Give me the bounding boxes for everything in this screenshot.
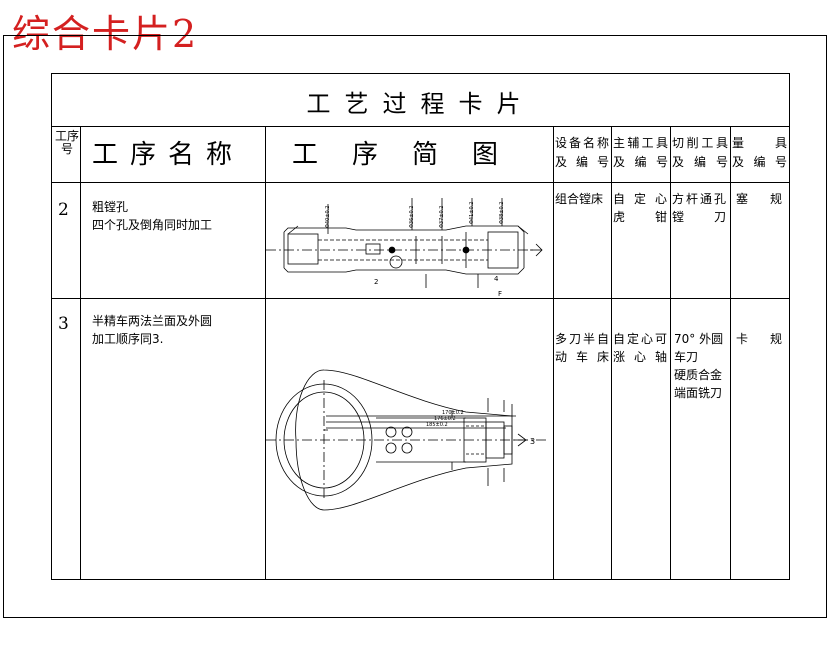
operation-line: 四个孔及倒角同时加工 bbox=[92, 218, 213, 232]
sketch-mark: 2 bbox=[374, 278, 378, 286]
header-cut-l1: 切削工具 bbox=[672, 136, 728, 150]
equipment-cell: 多刀半自 动车床 bbox=[555, 330, 609, 366]
header-equipment: 设备名称 及编号 bbox=[555, 134, 609, 172]
aux-tool-line: 虎钳 bbox=[613, 210, 667, 224]
operation-line: 加工顺序同3. bbox=[92, 332, 164, 346]
outer-frame bbox=[3, 35, 827, 618]
header-op-name: 工序名称 bbox=[92, 140, 245, 170]
cutting-tool-line: 硬质合金 bbox=[674, 368, 723, 382]
header-seq: 工序号 bbox=[54, 129, 79, 156]
card-title: 工艺过程卡片 bbox=[306, 90, 535, 118]
corner-title: 综合卡片2 bbox=[12, 12, 199, 56]
aux-tool-cell: 自定心可 涨心轴 bbox=[613, 330, 667, 366]
aux-tool-line: 涨心轴 bbox=[613, 350, 667, 364]
equipment-cell: 组合镗床 bbox=[555, 190, 609, 208]
operation-line: 粗镗孔 bbox=[92, 200, 129, 214]
cutting-tool-line: 方杆通孔 bbox=[672, 192, 726, 206]
header-aux-l1: 主辅工具 bbox=[613, 136, 668, 150]
sketch-mark: 3 bbox=[530, 437, 535, 446]
cutting-tool-line: 车刀 bbox=[674, 350, 699, 364]
operation-sketch-turning: 185±0.2 176±0.2 170±0.2 3 bbox=[266, 369, 546, 511]
big-end-outer bbox=[275, 383, 373, 497]
operation-line: 半精车两法兰面及外圆 bbox=[92, 314, 213, 328]
column-divider bbox=[730, 126, 731, 579]
svg-text:Φ40±0.2: Φ40±0.2 bbox=[325, 206, 331, 228]
equipment-line: 多刀半自 bbox=[555, 332, 609, 346]
row-divider bbox=[52, 298, 789, 299]
cutting-tool-line: 70° 外圆 bbox=[674, 332, 724, 346]
cutting-tool-cell: 方杆通孔 镗刀 bbox=[672, 190, 726, 226]
column-divider bbox=[611, 126, 612, 579]
header-gauge-l2: 及编号 bbox=[732, 155, 787, 169]
aux-tool-line: 自定心 bbox=[613, 192, 667, 206]
equipment-line: 动车床 bbox=[555, 350, 609, 364]
svg-text:Φ38±0.2: Φ38±0.2 bbox=[499, 202, 505, 224]
row-number: 2 bbox=[58, 200, 69, 220]
svg-text:Φ41±0.2: Φ41±0.2 bbox=[469, 202, 475, 224]
column-divider bbox=[265, 126, 266, 579]
header-aux-tools: 主辅工具 及编号 bbox=[613, 134, 668, 172]
row-number: 3 bbox=[58, 314, 69, 334]
header-gauges: 量具 及编号 bbox=[732, 134, 787, 172]
process-card-table: 工艺过程卡片 工序号 工序名称 工序简图 设备名称 及编号 主辅工具 及编号 切… bbox=[51, 73, 790, 580]
gauge-cell: 卡规 bbox=[736, 330, 782, 348]
gauge-line: 卡规 bbox=[736, 332, 782, 346]
header-cutting-tools: 切削工具 及编号 bbox=[672, 134, 728, 172]
column-divider bbox=[553, 126, 554, 579]
svg-text:Φ36±0.2: Φ36±0.2 bbox=[409, 206, 415, 228]
header-bottom-rule bbox=[52, 182, 789, 183]
header-equipment-l1: 设备名称 bbox=[555, 136, 609, 150]
sketch-mark: 4 bbox=[494, 275, 499, 283]
header-aux-l2: 及编号 bbox=[613, 155, 668, 169]
column-divider bbox=[80, 126, 81, 579]
sketch-mark: F bbox=[498, 290, 502, 298]
column-divider bbox=[670, 126, 671, 579]
header-cut-l2: 及编号 bbox=[672, 155, 728, 169]
aux-tool-cell: 自定心 虎钳 bbox=[613, 190, 667, 226]
header-gauge-l1: 量具 bbox=[732, 136, 787, 150]
header-equipment-l2: 及编号 bbox=[555, 155, 609, 169]
big-end-bore bbox=[283, 391, 365, 489]
gauge-line: 塞规 bbox=[736, 192, 782, 206]
cutting-tool-line: 镗刀 bbox=[672, 210, 726, 224]
gauge-cell: 塞规 bbox=[736, 190, 782, 208]
part-outline-bottom bbox=[283, 267, 525, 275]
svg-text:176±0.2: 176±0.2 bbox=[434, 416, 456, 422]
cutting-tool-cell: 70° 外圆 车刀 硬质合金 端面铣刀 bbox=[674, 330, 730, 402]
operation-description: 半精车两法兰面及外圆 加工顺序同3. bbox=[92, 312, 212, 348]
svg-text:Φ37±0.2: Φ37±0.2 bbox=[439, 206, 445, 228]
operation-sketch-boring: Φ40±0.2 Φ36±0.2 Φ37±0.2 Φ41±0.2 Φ38±0.2 … bbox=[266, 198, 543, 298]
svg-text:185±0.2: 185±0.2 bbox=[426, 422, 448, 428]
header-sketch: 工序简图 bbox=[292, 140, 533, 170]
svg-text:170±0.2: 170±0.2 bbox=[442, 410, 464, 416]
equipment-line: 组合镗床 bbox=[555, 192, 604, 206]
cutting-tool-line: 端面铣刀 bbox=[674, 386, 723, 400]
part-outline-top bbox=[283, 225, 525, 233]
aux-tool-line: 自定心可 bbox=[613, 332, 667, 346]
operation-description: 粗镗孔 四个孔及倒角同时加工 bbox=[92, 198, 212, 234]
header-top-rule bbox=[52, 126, 789, 127]
